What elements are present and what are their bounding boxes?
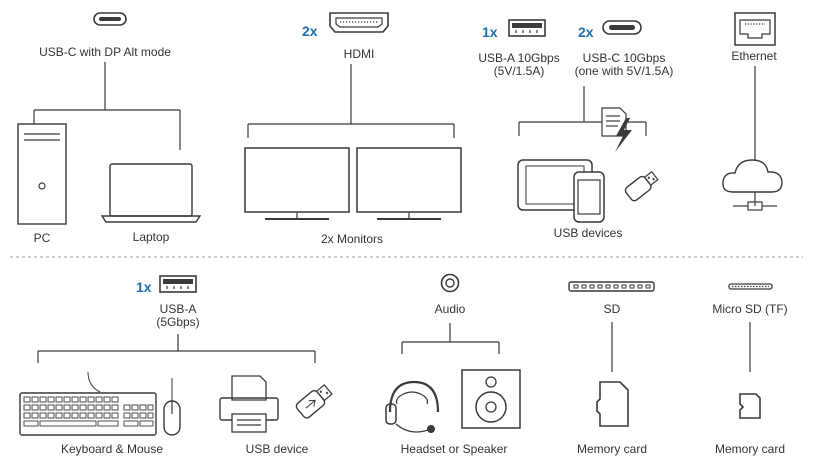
- micro-sd-label: Micro SD (TF): [712, 302, 788, 316]
- ethernet-port-icon: [734, 12, 776, 46]
- ethernet-label: Ethernet: [731, 49, 777, 63]
- micro-sd-memory-card-label: Memory card: [714, 442, 786, 456]
- hdmi-connector-lines: [247, 64, 455, 138]
- usb-c-port-icon: [602, 20, 642, 35]
- keyboard-mouse-label: Keyboard & Mouse: [60, 442, 164, 456]
- usb-a-5gbps-speed-label: (5Gbps): [156, 315, 200, 329]
- usb-a-5gbps-quantity: 1x: [136, 279, 152, 295]
- audio-jack-icon: [440, 273, 460, 293]
- laptop-icon: [100, 163, 202, 223]
- cloud-network-icon: [722, 159, 783, 211]
- laptop-label: Laptop: [132, 230, 170, 244]
- usb-devices-connector-lines: [518, 86, 647, 136]
- pc-tower-icon: [17, 123, 67, 225]
- hdmi-port-icon: [329, 12, 389, 33]
- headset-speaker-icon: [385, 369, 521, 433]
- monitor-icon: [244, 147, 350, 220]
- monitor-icon-2: [356, 147, 462, 220]
- usb-c-dp-connector-lines: [33, 62, 181, 150]
- usb-a-5gbps-connector-lines: [37, 334, 316, 363]
- sd-memory-card-label: Memory card: [576, 442, 648, 456]
- printer-usb-stick-icon: [219, 375, 333, 433]
- power-delivery-icon: [601, 107, 632, 152]
- usb-c-dp-port-icon: [93, 12, 127, 26]
- usb-device-label: USB device: [245, 442, 309, 456]
- usb-a-port-icon: [508, 19, 546, 37]
- keyboard-mouse-icon: [19, 371, 181, 436]
- sd-slot-icon: [568, 281, 655, 292]
- sd-label: SD: [603, 302, 621, 316]
- headset-speaker-label: Headset or Speaker: [400, 442, 508, 456]
- usb-a-5gbps-port-icon: [159, 275, 197, 293]
- usb-c-10gbps-power-label: (one with 5V/1.5A): [574, 64, 674, 78]
- hdmi-quantity: 2x: [302, 23, 318, 39]
- usb-a-5gbps-label: USB-A: [159, 302, 197, 316]
- pc-label: PC: [33, 231, 51, 245]
- audio-connector-lines: [401, 323, 500, 354]
- audio-label: Audio: [434, 302, 466, 316]
- usb-c-10gbps-quantity: 2x: [578, 24, 594, 40]
- usb-c-10gbps-label: USB-C 10Gbps: [582, 51, 666, 65]
- sd-card-icon: [596, 381, 629, 427]
- monitors-label: 2x Monitors: [320, 232, 384, 246]
- hdmi-label: HDMI: [343, 47, 375, 61]
- micro-sd-card-icon: [739, 393, 761, 419]
- usb-a-10gbps-power-label: (5V/1.5A): [493, 64, 545, 78]
- usb-devices-label: USB devices: [553, 226, 623, 240]
- tablet-phone-stick-icon: [517, 159, 659, 223]
- usb-a-10gbps-label: USB-A 10Gbps: [478, 51, 560, 65]
- usb-c-dp-label: USB-C with DP Alt mode: [39, 45, 171, 59]
- usb-a-10gbps-quantity: 1x: [482, 24, 498, 40]
- micro-sd-slot-icon: [728, 283, 773, 290]
